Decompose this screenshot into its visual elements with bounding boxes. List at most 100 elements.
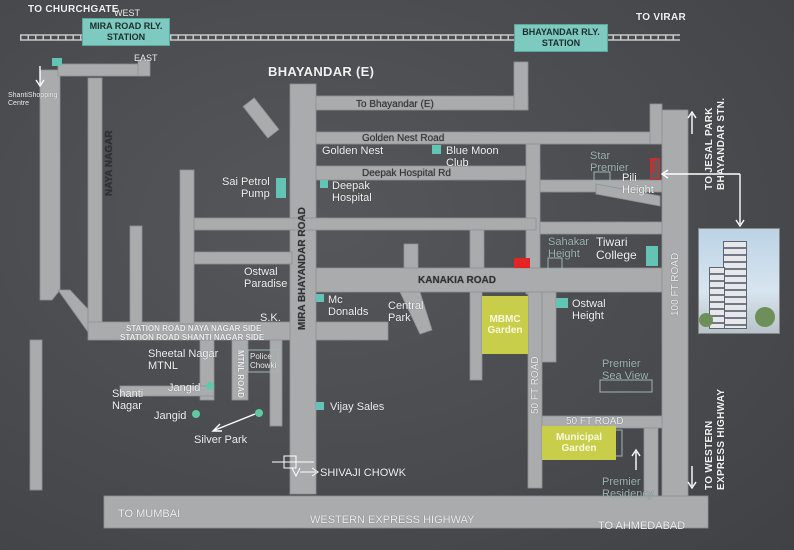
naya-nagar-road: [87, 77, 103, 331]
label-premier-sea-view: Premier Sea View: [602, 358, 649, 382]
jangid-2-marker: [192, 410, 200, 418]
site-marker: SITE: [650, 157, 660, 180]
site-slanted-road: [595, 183, 661, 207]
silver-park-pointer: [214, 413, 256, 431]
cross-road-1: [179, 217, 537, 231]
label-west: WEST: [114, 8, 140, 18]
label-silver-park: Silver Park: [194, 434, 248, 446]
mbmc-garden: MBMC Garden: [482, 296, 528, 354]
label-to-ahmedabad: TO AHMEDABAD: [598, 520, 686, 532]
star-premier-outline: [593, 171, 611, 183]
building-tower-wing: [709, 267, 725, 329]
municipal-garden: Municipal Garden: [542, 426, 616, 460]
label-to-jesal-park: TO JESAL PARK: [704, 107, 715, 190]
golden-nest-road-east: [649, 103, 663, 145]
roads: [29, 59, 709, 529]
mbmc-garden-label: MBMC Garden: [487, 314, 523, 336]
police-chowki-outline: [247, 349, 279, 373]
label-kanakia-road: KANAKIA ROAD: [418, 275, 496, 286]
mira-bhayandar-road: [289, 83, 317, 495]
arrow-north-head: [687, 110, 697, 119]
building-tower-main: [723, 241, 747, 329]
silver-park-marker: [255, 409, 263, 417]
label-mc-donalds: Mc Donalds: [328, 294, 369, 318]
ostwal-height-marker: [556, 298, 568, 308]
label-blue-moon-club: Blue Moon Club: [446, 145, 499, 169]
label-to-western: TO WESTERN: [704, 420, 715, 490]
label-to-virar: TO VIRAR: [636, 12, 686, 23]
site-pointer-head: [660, 169, 669, 179]
road-station-east-exit: [57, 63, 145, 77]
cross-road-2: [189, 251, 293, 265]
photo-tree-left: [699, 313, 713, 327]
label-sk: S.K.: [260, 312, 281, 324]
ostwal-road: [541, 291, 557, 363]
municipal-garden-label: Municipal Garden: [555, 432, 603, 454]
road-station-stub: [137, 59, 151, 77]
label-pili-height: Pili Height: [622, 172, 654, 196]
bhayandar-station-road: [513, 61, 529, 111]
blue-moon-marker: [432, 145, 441, 154]
label-to-mumbai: TO MUMBAI: [118, 508, 181, 520]
police-chowki-road: [269, 339, 283, 427]
kanakia-site-marker: [514, 258, 530, 268]
mira-road-station-label: MIRA ROAD RLY. STATION: [89, 21, 163, 42]
sai-petrol-marker: [276, 178, 286, 198]
label-shanti-shopping: ShantiShopping Centre: [8, 92, 58, 107]
arrow-south-head: [687, 481, 697, 490]
western-express-highway: [103, 495, 709, 529]
silver-park-pointer-head: [211, 423, 222, 432]
sai-petrol-road: [179, 169, 195, 325]
shanti-shopping-marker: [52, 58, 62, 66]
label-western-express-highway: WESTERN EXPRESS HIGHWAY: [310, 514, 475, 526]
label-premier-residency: Premier Residency: [602, 476, 654, 500]
mira-diagonal-road: [242, 97, 280, 139]
label-sahakar-height: Sahakar Height: [548, 236, 589, 260]
central-park-road: [399, 291, 433, 335]
tiwari-college-marker: [646, 246, 658, 266]
kanakia-stub-2: [403, 243, 419, 269]
label-ostwal-height: Ostwal Height: [572, 298, 606, 322]
label-mtnl-road: MTNL ROAD: [236, 350, 245, 398]
arrows: [35, 66, 745, 490]
label-50ft-road-vertical: 50 FT ROAD: [530, 356, 541, 414]
site-marker-label: SITE: [651, 157, 658, 173]
shivaji-chowk-marker: [272, 455, 319, 478]
sahakar-outline: [547, 257, 563, 271]
premier-residency-pointer-head: [631, 448, 641, 457]
sahakar-road: [539, 221, 663, 235]
label-sheetal-nagar-mtnl: Sheetal Nagar MTNL: [148, 348, 219, 372]
road-station-stub-2: [129, 225, 143, 335]
mc-donalds-marker: [316, 294, 324, 302]
label-jangid-2: Jangid: [154, 410, 187, 422]
jangid-1-marker: [206, 382, 214, 390]
label-golden-nest-road: Golden Nest Road: [362, 133, 445, 144]
label-tiwari-college: Tiwari College: [596, 235, 637, 262]
shanti-shopping-pointer-head: [35, 79, 45, 88]
label-sai-petrol-pump: Sai Petrol Pump: [222, 176, 270, 200]
label-central-park: Central Park: [388, 300, 424, 324]
label-deepak-hospital: Deepak Hospital: [332, 180, 372, 204]
label-east: EAST: [134, 53, 158, 63]
label-station-road-1: STATION ROAD NAYA NAGAR SIDE: [126, 324, 262, 333]
label-police-chowki: Police Chowki: [250, 352, 277, 370]
kanakia-stub: [469, 229, 485, 269]
label-naya-nagar: NAYA NAGAR: [104, 130, 115, 196]
label-to-churchgate: TO CHURCHGATE: [28, 4, 119, 15]
naya-nagar-road-west: [39, 69, 61, 301]
label-jangid-1: Jangid: [168, 382, 201, 394]
label-mira-bhayandar-road: MIRA BHAYANDAR ROAD: [297, 207, 308, 330]
label-bhayandar-stn: BHAYANDAR STN.: [716, 97, 727, 190]
photo-pointer-head: [735, 219, 745, 228]
label-golden-nest: Golden Nest: [322, 145, 384, 157]
label-shanti-nagar: Shanti Nagar: [112, 388, 144, 412]
mbmc-side-road: [469, 291, 483, 381]
label-vijay-sales: Vijay Sales: [330, 401, 385, 413]
photo-tree-right: [755, 307, 775, 327]
label-bhayandar-e: BHAYANDAR (E): [268, 64, 375, 79]
label-deepak-hospital-rd: Deepak Hospital Rd: [362, 168, 451, 179]
label-station-road-2: STATION ROAD SHANTI NAGAR SIDE: [120, 333, 265, 342]
shanti-nagar-road: [29, 339, 43, 491]
vijay-sales-marker: [316, 402, 324, 410]
